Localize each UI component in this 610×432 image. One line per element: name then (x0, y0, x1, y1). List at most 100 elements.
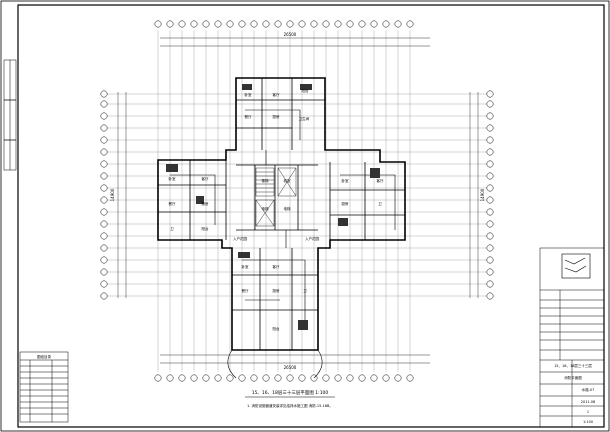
axis-bubble (100, 232, 108, 240)
revision-table-header: 图纸目录 (37, 354, 51, 359)
axis-bubble (226, 20, 234, 28)
axis-bubble (202, 374, 210, 382)
title-block-sheet-name: 消防平面图 (564, 375, 582, 380)
axis-bubble (358, 20, 366, 28)
room-label: 客厅 (202, 176, 209, 181)
title-block-project: 15、16、18层三十三层 (554, 363, 592, 368)
plan-title: 15、16、18层三十三层平面图 1:100 (252, 389, 329, 396)
axis-bubble (298, 20, 306, 28)
room-label: 阳台 (302, 88, 310, 93)
axis-bubble (154, 374, 162, 382)
axis-bubble (486, 184, 494, 192)
axis-bubble (486, 124, 494, 132)
axis-bubble (100, 244, 108, 252)
revision-table (19, 351, 69, 423)
axis-bubble (100, 112, 108, 120)
room-label: 卧室 (245, 92, 252, 97)
room-label: 电梯 (262, 206, 270, 211)
axis-bubble (486, 160, 494, 168)
axis-bubble (358, 374, 366, 382)
room-label: 餐厅 (242, 288, 249, 293)
axis-bubble (214, 20, 222, 28)
axis-bubble (190, 20, 198, 28)
axis-bubble (214, 374, 222, 382)
dimension-lines (117, 37, 479, 364)
axis-bubble (286, 374, 294, 382)
fixtures (166, 84, 380, 330)
title-block (539, 247, 605, 428)
axis-bubble (322, 20, 330, 28)
axis-bubble (486, 136, 494, 144)
axis-bubble (178, 374, 186, 382)
room-label: 阳台 (202, 226, 209, 231)
room-labels: 卧室客厅餐厅厨房卫生间阳台卧室客厅餐厅厨房卫阳台卧室客厅厨房卫电梯电梯前室楼梯卧… (169, 88, 385, 331)
interior-walls (158, 78, 405, 350)
axis-bubble (100, 172, 108, 180)
room-label: 卧室 (169, 176, 176, 181)
room-label: 厨房 (202, 201, 209, 206)
axis-bubble (166, 20, 174, 28)
axis-bubble (100, 124, 108, 132)
axis-bubble (100, 90, 108, 98)
sheet-inner-frame (17, 4, 605, 428)
axis-bubble (100, 280, 108, 288)
axis-bubble (394, 20, 402, 28)
room-label: 入户花园 (305, 236, 319, 241)
axis-bubble (190, 374, 198, 382)
title-block-drawing-no: 水施-07 (582, 387, 595, 392)
room-label: 客厅 (273, 92, 281, 97)
axis-bubble (486, 280, 494, 288)
axis-bubble (486, 220, 494, 228)
axis-bubble (226, 374, 234, 382)
room-label: 卫 (170, 227, 174, 231)
axis-bubble (166, 374, 174, 382)
axis-bubble (406, 20, 414, 28)
axis-bubble (262, 20, 270, 28)
room-label: 电梯 (284, 206, 292, 211)
title-block-sheet-no: 1 (587, 410, 589, 414)
room-label: 楼梯 (262, 178, 270, 183)
axis-bubble (202, 20, 210, 28)
axis-bubble (310, 20, 318, 28)
axis-bubble (100, 148, 108, 156)
overall-dim-top: 26500 (284, 32, 297, 37)
room-label: 阳台 (273, 326, 281, 331)
fire-piping (170, 109, 396, 330)
axis-bubble (334, 374, 342, 382)
axis-grid (100, 20, 494, 382)
room-label: 卫 (378, 202, 382, 206)
axis-bubble (100, 160, 108, 168)
axis-bubble (370, 374, 378, 382)
room-label: 餐厅 (245, 114, 252, 119)
overall-dim-right: 14900 (480, 188, 485, 201)
axis-bubble (486, 268, 494, 276)
axis-bubble (274, 374, 282, 382)
axis-bubble (100, 208, 108, 216)
axis-bubble (100, 100, 108, 108)
core-stairs (255, 167, 297, 227)
axis-bubble (286, 20, 294, 28)
room-label: 客厅 (377, 178, 385, 183)
axis-bubble (486, 172, 494, 180)
axis-bubble (100, 292, 108, 300)
axis-bubble (334, 20, 342, 28)
axis-bubble (406, 374, 414, 382)
axis-bubble (154, 20, 162, 28)
axis-bubble (486, 208, 494, 216)
room-label: 前室 (284, 178, 292, 183)
axis-bubble (486, 196, 494, 204)
axis-bubble (298, 374, 306, 382)
room-label: 卧室 (242, 264, 249, 269)
room-label: 卫 (303, 289, 307, 293)
axis-bubble (100, 256, 108, 264)
axis-bubble (486, 244, 494, 252)
title-block-scale: 1:100 (583, 420, 593, 424)
binding-strip (3, 59, 17, 171)
title-block-logo (561, 253, 591, 279)
entrance-arc-right (313, 349, 323, 379)
room-label: 厨房 (273, 288, 281, 293)
axis-bubble (178, 20, 186, 28)
room-label: 厨房 (342, 201, 350, 206)
